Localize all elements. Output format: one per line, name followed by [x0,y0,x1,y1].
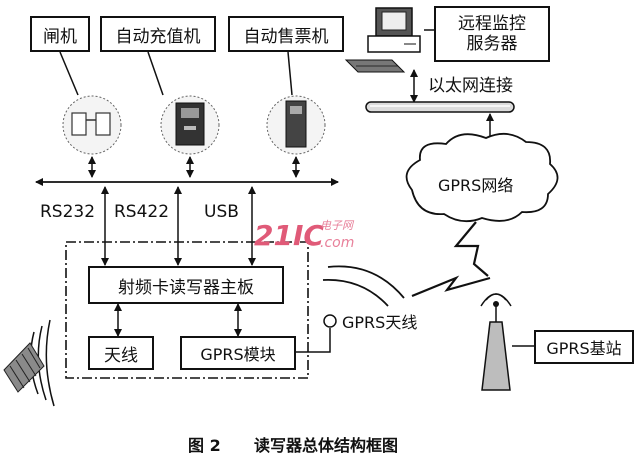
rs232-label: RS232 [40,202,96,222]
gprs-antenna-wire [296,328,331,353]
ticket-machine-label: 自动售票机 [228,16,344,52]
watermark-logo: 21IC [254,219,324,252]
interface-arrows [101,186,256,266]
gprs-antenna-label: GPRS天线 [342,313,418,332]
gate-device-icon [62,95,122,155]
mainboard-box: 射频卡读写器主板 [88,266,284,304]
recharge-connector [147,51,164,96]
rf-card-icon [3,342,45,393]
gate-connector [59,51,79,96]
watermark-bottom: .com [320,235,355,251]
figure-title: 读写器总体结构框图 [254,436,399,455]
ethernet-label: 以太网连接 [428,76,513,96]
gate-label: 闸机 [30,16,90,52]
cloud-station-bolt [453,221,489,277]
server-label-line2: 服务器 [466,34,518,54]
server-label-line1: 远程监控 [458,13,526,34]
ticket-connector [287,51,293,96]
module-arrows [114,303,242,337]
recharge-machine-label: 自动充值机 [100,16,216,52]
gprs-antenna-icon [323,314,337,328]
watermark-top: 电子网 [320,219,353,232]
server-computer-icon [344,7,421,73]
gprs-network-label: GPRS网络 [438,176,514,195]
antenna-box: 天线 [88,336,154,370]
rs422-label: RS422 [114,202,170,222]
recharge-machine-icon [160,95,220,155]
server-label: 远程监控 服务器 [434,6,550,62]
reader-enclosure [65,241,309,379]
gprs-signal-waves [322,265,405,307]
wireless-link-bolt [411,275,491,298]
device-bus-arrows [88,156,300,178]
base-station-icon [480,293,512,391]
gprs-module-box: GPRS模块 [180,336,296,370]
ethernet-cable [365,101,515,113]
gprs-cloud-shape [405,132,559,223]
base-station-label: GPRS基站 [534,330,634,364]
figure-number: 图 2 [188,436,221,455]
ticket-machine-icon [266,95,326,155]
usb-label: USB [204,202,239,222]
